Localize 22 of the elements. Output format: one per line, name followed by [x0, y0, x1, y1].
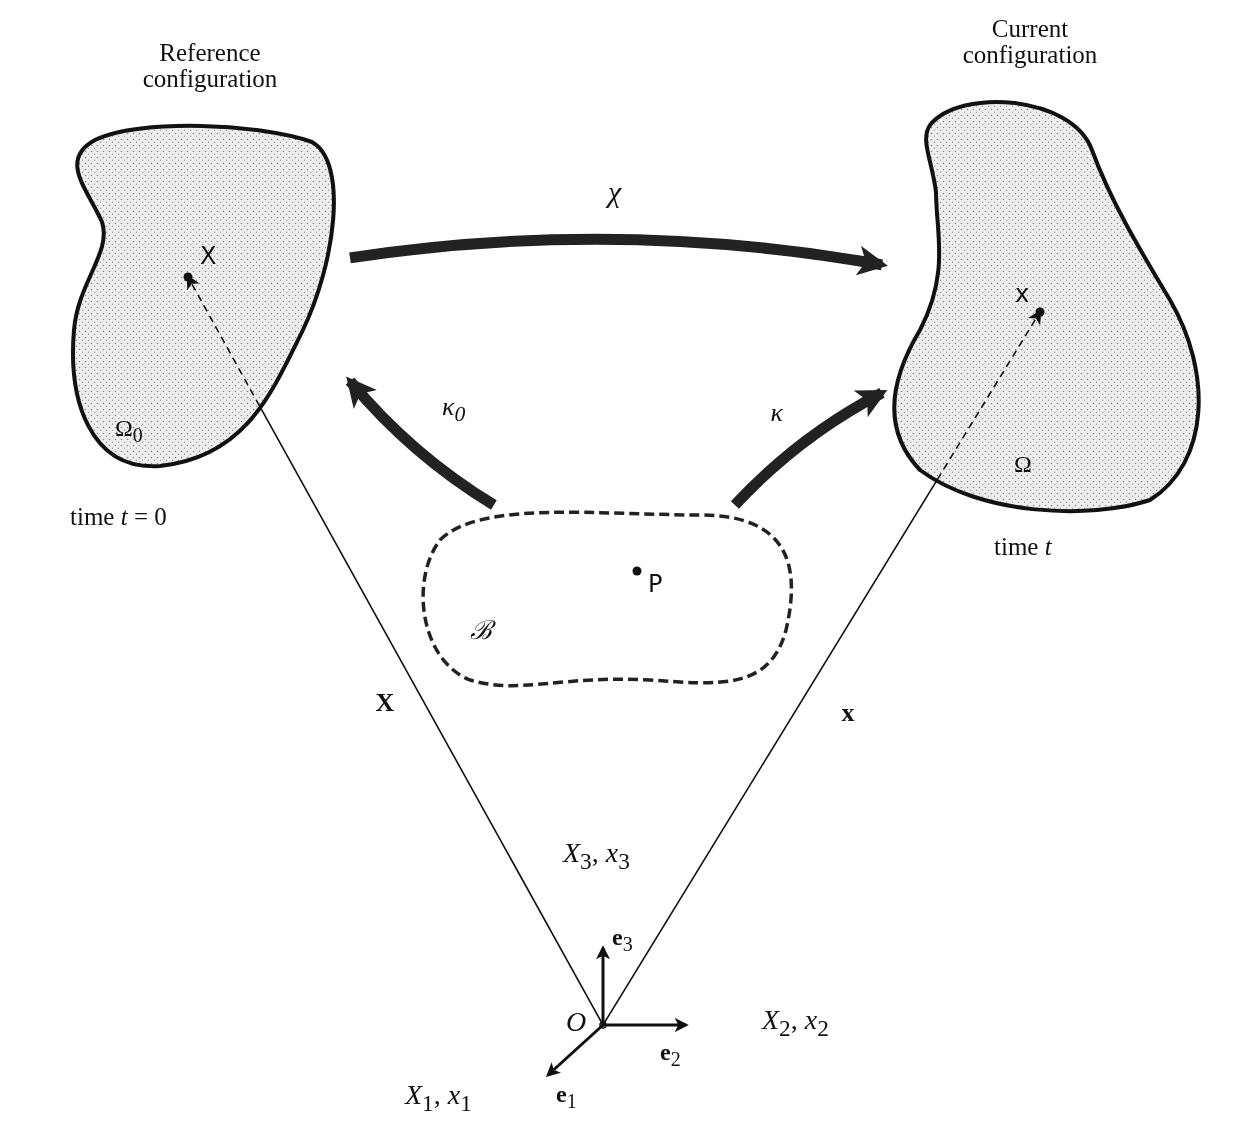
arrow [345, 376, 497, 510]
heading: Current configuration [961, 16, 1099, 69]
point-label: x [1015, 282, 1030, 308]
point-label: P [648, 572, 663, 598]
point-label: X [200, 244, 217, 270]
heading: Reference configuration [141, 40, 279, 93]
region-symbol: Ω$_{0}$ [115, 416, 143, 446]
axis-label: X$_{3}$, x$_{3}$ [563, 838, 630, 874]
region-symbol: Ω [1014, 452, 1032, 478]
origin-label: O [566, 1007, 587, 1037]
time-label: time t = 0 [70, 504, 167, 531]
time-label: time t [994, 534, 1052, 561]
basis-vector-label: e$_{2}$ [660, 1040, 681, 1070]
axis-label: X$_{1}$, x$_{1}$ [405, 1080, 472, 1116]
edge-label: κ$_{0}$ [440, 393, 467, 426]
basis-vector-label: e$_{1}$ [556, 1082, 577, 1112]
arrow [349, 233, 888, 276]
edge-label: χ [606, 176, 624, 208]
basis-vector-label: e$_{3}$ [612, 925, 633, 955]
arrow [730, 387, 888, 509]
edge-label: κ [769, 398, 784, 427]
axis-label: X$_{2}$, x$_{2}$ [762, 1005, 829, 1041]
